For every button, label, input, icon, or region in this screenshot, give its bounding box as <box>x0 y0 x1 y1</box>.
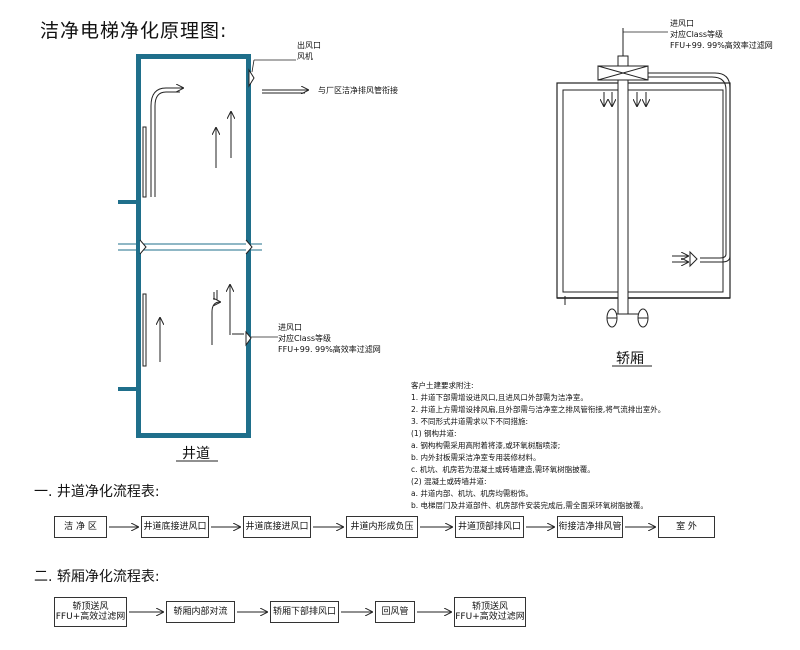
shaft-exhaust-fan <box>248 68 255 88</box>
flow1-step: 室 外 <box>658 516 715 538</box>
flow2-step: 轿厢下部排风口 <box>270 601 339 623</box>
shaft-class-label: 对应Class等级 <box>278 334 332 343</box>
requirements-notes: 客户土建要求附注: 1. 井道下部需增设进风口,且进风口外部需为洁净室。 2. … <box>411 380 665 512</box>
flow1-step: 洁 净 区 <box>54 516 107 538</box>
flow1-step: 井道顶部排风口 <box>455 516 524 538</box>
note-line: a. 钢构构需采用高附着将漆,或环氧树脂喷漆; <box>411 441 561 450</box>
note-line: 2. 井道上方需增设排风扇,且外部需与洁净室之排风管衔接,将气流排出室外。 <box>411 405 666 414</box>
note-line: 1. 井道下部需增设进风口,且进风口外部需为洁净室。 <box>411 393 588 402</box>
page-title: 洁净电梯净化原理图: <box>40 20 228 42</box>
note-line: (1) 钢构井道: <box>411 429 457 438</box>
shaft-outlet-label: 出风口 <box>297 41 321 50</box>
shaft-top-wall <box>136 54 251 59</box>
shaft-left-wall <box>136 54 141 438</box>
car-caption: 轿厢 <box>616 351 644 367</box>
shaft-drawing <box>118 54 308 438</box>
landing-ledge-upper <box>118 200 141 204</box>
shaft-inlet-vent <box>245 330 252 347</box>
car-inlet-label: 进风口 <box>670 19 694 28</box>
flow2-heading: 二. 轿厢净化流程表: <box>34 569 160 585</box>
shaft-bottom-wall <box>136 433 251 438</box>
upper-door <box>142 126 147 198</box>
car-inlet-vent <box>689 250 698 268</box>
shaft-fan-label: 风机 <box>297 52 313 61</box>
shaft-ffu-label: FFU+99. 99%高效率过滤网 <box>278 345 381 354</box>
flow1-step: 井道底接进风口 <box>141 516 209 538</box>
flow1-step: 井道底接进风口 <box>243 516 311 538</box>
landing-ledge-lower <box>118 387 141 391</box>
car-frame <box>556 82 731 299</box>
note-line: a. 井道内部、机坑、机房均需粉饰。 <box>411 489 533 498</box>
flow2-step: 轿顶送风 FFU+高效过滤网 <box>54 597 127 627</box>
shaft-caption: 井道 <box>182 446 210 462</box>
return-duct <box>648 72 731 263</box>
flow2-step: 回风管 <box>375 601 415 623</box>
car-center-column <box>617 55 629 315</box>
note-line: b. 电梯层门及井道部件、机房部件安装完成后,需全面采环氧树脂披覆。 <box>411 501 648 510</box>
car-class-label: 对应Class等级 <box>670 30 724 39</box>
flow2-step: 轿厢内部对流 <box>166 601 235 623</box>
car-ffu-label: FFU+99. 99%高效率过滤网 <box>670 41 773 50</box>
shaft-right-wall <box>246 71 251 438</box>
note-line: b. 内外封板需采洁净室专用装修材料。 <box>411 453 541 462</box>
note-line: 3. 不同形式井道需求以下不同措施: <box>411 417 529 426</box>
flow2-step: 轿顶送风 FFU+高效过滤网 <box>454 597 526 627</box>
flow1-step: 井道内形成负压 <box>346 516 418 538</box>
car-drawing <box>556 28 731 328</box>
flow1-step: 衔接洁净排风管 <box>557 516 623 538</box>
shaft-inlet-label: 进风口 <box>278 323 302 332</box>
shaft-connect-label: 与厂区洁净排风管衔接 <box>318 86 398 95</box>
note-line: 客户土建要求附注: <box>411 381 474 390</box>
note-line: (2) 混凝土或砖墙井道: <box>411 477 487 486</box>
note-line: c. 机坑、机房若为混凝土或砖墙建造,需环氧树脂披覆。 <box>411 465 595 474</box>
lower-door <box>142 293 147 367</box>
flow1-heading: 一. 井道净化流程表: <box>34 484 160 500</box>
